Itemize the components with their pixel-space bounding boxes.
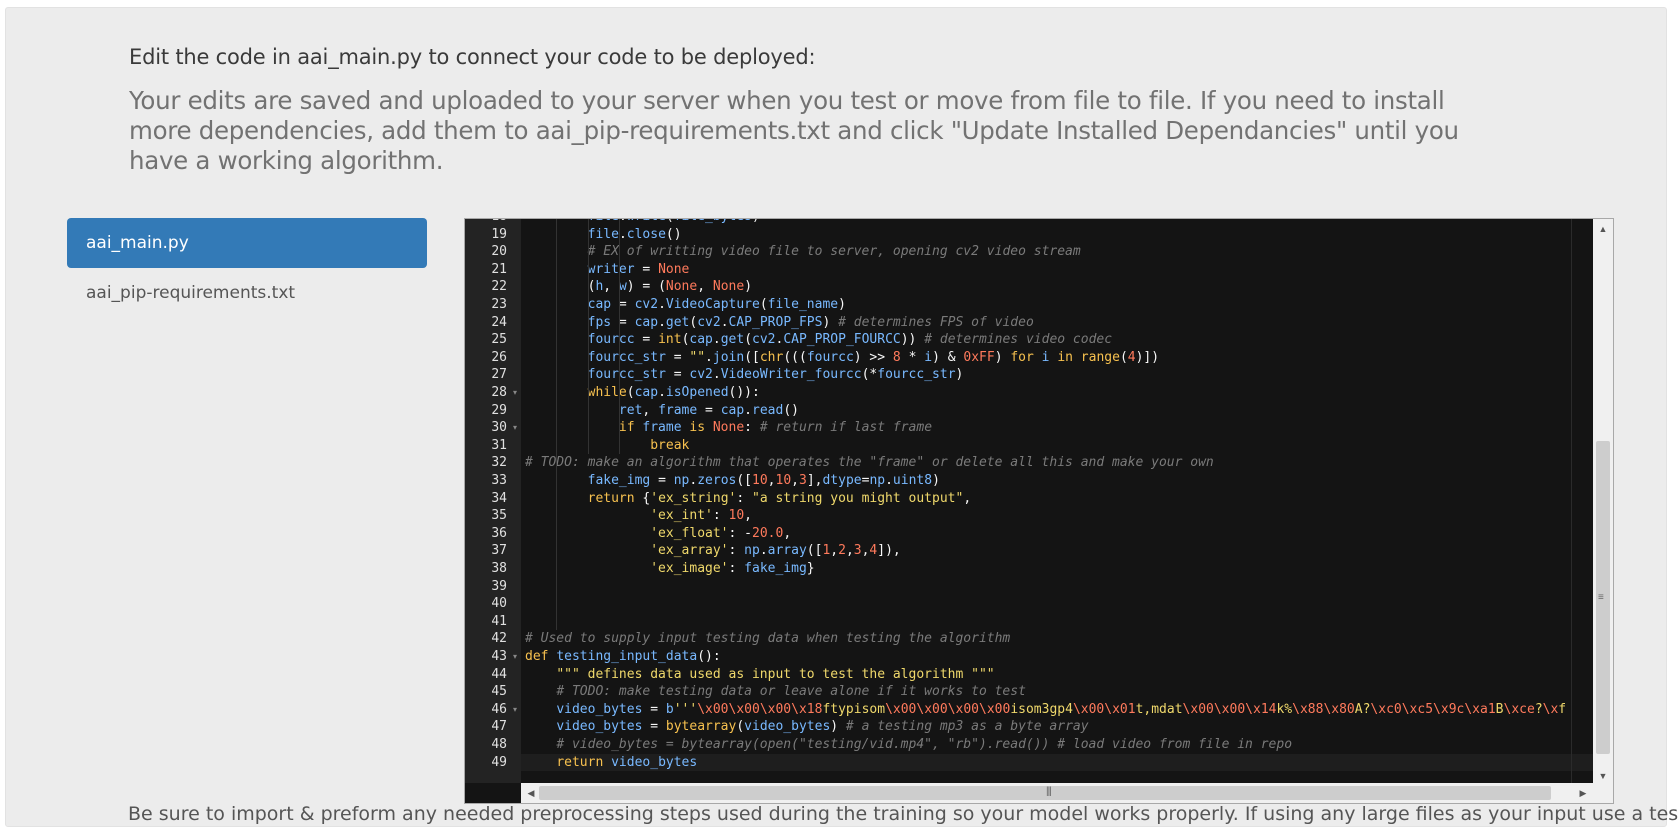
fold-arrow-icon[interactable]: ▾: [512, 704, 517, 714]
code-line[interactable]: # TODO: make testing data or leave alone…: [556, 684, 1026, 700]
code-line[interactable]: 'ex_float': -20.0,: [650, 525, 792, 541]
line-number: 41: [491, 613, 507, 629]
active-line-highlight: [521, 753, 1593, 772]
line-number: 19: [491, 226, 507, 242]
page-description: Your edits are saved and uploaded to you…: [129, 86, 1459, 175]
code-line[interactable]: video_bytes = b'''\x00\x00\x00\x18ftypis…: [556, 701, 1567, 717]
code-line[interactable]: 'ex_image': fake_img}: [650, 560, 815, 576]
print-margin: [1571, 219, 1572, 803]
line-number: 46: [491, 701, 507, 717]
content-panel: Edit the code in aai_main.py to connect …: [5, 7, 1678, 827]
code-line[interactable]: file.write(file_bytes): [525, 219, 760, 226]
page-heading: Edit the code in aai_main.py to connect …: [129, 45, 816, 69]
code-line[interactable]: return video_bytes: [556, 754, 698, 770]
code-line[interactable]: break: [650, 437, 690, 453]
vertical-scroll-thumb[interactable]: [1596, 441, 1610, 754]
line-number: 21: [491, 261, 507, 277]
indent-guide: [618, 219, 620, 455]
triangle-up-icon[interactable]: ▲: [1598, 224, 1608, 234]
code-line[interactable]: 'ex_array': np.array([1,2,3,4]),: [650, 543, 901, 559]
code-line[interactable]: while(cap.isOpened()):: [587, 384, 760, 400]
code-line[interactable]: ret, frame = cap.read(): [618, 402, 799, 418]
line-number: 31: [491, 437, 507, 453]
line-number: 22: [491, 279, 507, 295]
line-number: 28: [491, 384, 507, 400]
line-number: 36: [491, 525, 507, 541]
line-number: 39: [491, 578, 507, 594]
code-line[interactable]: # video_bytes = bytearray(open("testing/…: [556, 736, 1293, 752]
code-line[interactable]: file.close(): [587, 226, 682, 242]
line-number: 29: [491, 402, 507, 418]
code-line[interactable]: def testing_input_data():: [525, 648, 721, 664]
fold-arrow-icon[interactable]: ▾: [512, 651, 517, 661]
code-line[interactable]: fake_img = np.zeros([10,10,3],dtype=np.u…: [587, 472, 940, 488]
triangle-down-icon[interactable]: ▼: [1598, 771, 1608, 781]
code-area[interactable]: file.write(file_bytes) file.close() # EX…: [521, 219, 1593, 786]
line-number: 18: [465, 219, 507, 226]
scroll-grip-icon: |||: [1046, 786, 1052, 797]
line-number: 42: [491, 631, 507, 647]
code-line[interactable]: # Used to supply input testing data when…: [525, 631, 1011, 647]
fold-arrow-icon[interactable]: ▾: [512, 387, 517, 397]
code-line[interactable]: 'ex_int': 10,: [650, 508, 752, 524]
file-tab-aai-main[interactable]: aai_main.py: [67, 218, 427, 268]
line-number: 27: [491, 367, 507, 383]
line-number: 34: [491, 490, 507, 506]
code-line[interactable]: if frame is None: # return if last frame: [618, 420, 933, 436]
file-tab-requirements[interactable]: aai_pip-requirements.txt: [86, 283, 296, 303]
code-line[interactable]: # EX of writting video file to server, o…: [587, 244, 1081, 260]
scroll-grip-icon: ≡: [1598, 592, 1604, 603]
line-number: 20: [491, 244, 507, 260]
code-line[interactable]: writer = None: [587, 261, 690, 277]
line-number: 43: [491, 648, 507, 664]
code-line[interactable]: fourcc = int(cap.get(cv2.CAP_PROP_FOURCC…: [587, 332, 1113, 348]
bottom-instructions: Be sure to import & preform any needed p…: [128, 803, 1678, 825]
triangle-left-icon[interactable]: ◀: [527, 788, 535, 798]
indent-guide: [556, 219, 558, 631]
line-number: 30: [491, 420, 507, 436]
line-number: 37: [491, 543, 507, 559]
indent-guide: [587, 219, 589, 455]
line-number: 26: [491, 349, 507, 365]
line-number: 38: [491, 560, 507, 576]
line-number: 32: [491, 455, 507, 471]
triangle-right-icon[interactable]: ▶: [1579, 788, 1587, 798]
code-line[interactable]: # TODO: make an algorithm that operates …: [525, 455, 1214, 471]
vertical-scrollbar[interactable]: ▲ ≡ ▼: [1593, 219, 1613, 786]
line-number: 25: [491, 332, 507, 348]
scrollbar-corner: [1593, 783, 1613, 803]
code-line[interactable]: video_bytes = bytearray(video_bytes) # a…: [556, 719, 1089, 735]
line-number: 35: [491, 508, 507, 524]
gutter-corner: [465, 783, 521, 803]
line-number: 24: [491, 314, 507, 330]
code-line[interactable]: """ defines data used as input to test t…: [556, 666, 995, 682]
line-number: 33: [491, 472, 507, 488]
line-number: 48: [491, 736, 507, 752]
file-list: aai_main.py aai_pip-requirements.txt: [67, 218, 427, 318]
fold-arrow-icon[interactable]: ▾: [512, 423, 517, 433]
code-line[interactable]: return {'ex_string': "a string you might…: [587, 490, 972, 506]
line-number: 44: [491, 666, 507, 682]
code-line[interactable]: fourcc_str = cv2.VideoWriter_fourcc(*fou…: [587, 367, 964, 383]
line-number: 40: [491, 596, 507, 612]
line-number: 23: [491, 296, 507, 312]
horizontal-scrollbar[interactable]: ◀ ||| ▶: [521, 783, 1593, 803]
code-line[interactable]: cap = cv2.VideoCapture(file_name): [587, 296, 846, 312]
code-line[interactable]: fourcc_str = "".join([chr(((fourcc) >> 8…: [587, 349, 1160, 365]
line-number: 45: [491, 684, 507, 700]
line-number: 47: [491, 719, 507, 735]
code-line[interactable]: fps = cap.get(cv2.CAP_PROP_FPS) # determ…: [587, 314, 1034, 330]
code-line[interactable]: (h, w) = (None, None): [525, 279, 753, 295]
line-number: 49: [491, 754, 507, 770]
horizontal-scroll-thumb[interactable]: [539, 786, 1551, 800]
